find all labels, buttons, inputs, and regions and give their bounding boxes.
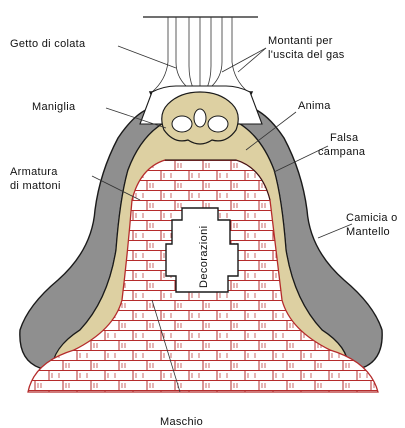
label-montanti-line2: l'uscita del gas <box>268 49 345 61</box>
label-decorazioni: Decorazioni <box>198 226 210 288</box>
risers <box>143 17 258 92</box>
label-montanti-line1: Montanti per <box>268 35 333 47</box>
label-getto: Getto di colata <box>10 38 86 50</box>
label-falsa-line1: Falsa <box>330 132 359 144</box>
label-armatura-line1: Armatura <box>10 166 58 178</box>
handles <box>162 92 239 144</box>
label-armatura-line2: di mattoni <box>10 180 61 192</box>
label-camicia-line2: Mantello <box>346 226 390 238</box>
label-camicia-line1: Camicia o <box>346 212 398 224</box>
label-anima: Anima <box>298 100 331 112</box>
label-falsa-line2: campana <box>318 146 366 158</box>
label-maschio: Maschio <box>160 416 203 428</box>
label-maniglia: Maniglia <box>32 101 76 113</box>
